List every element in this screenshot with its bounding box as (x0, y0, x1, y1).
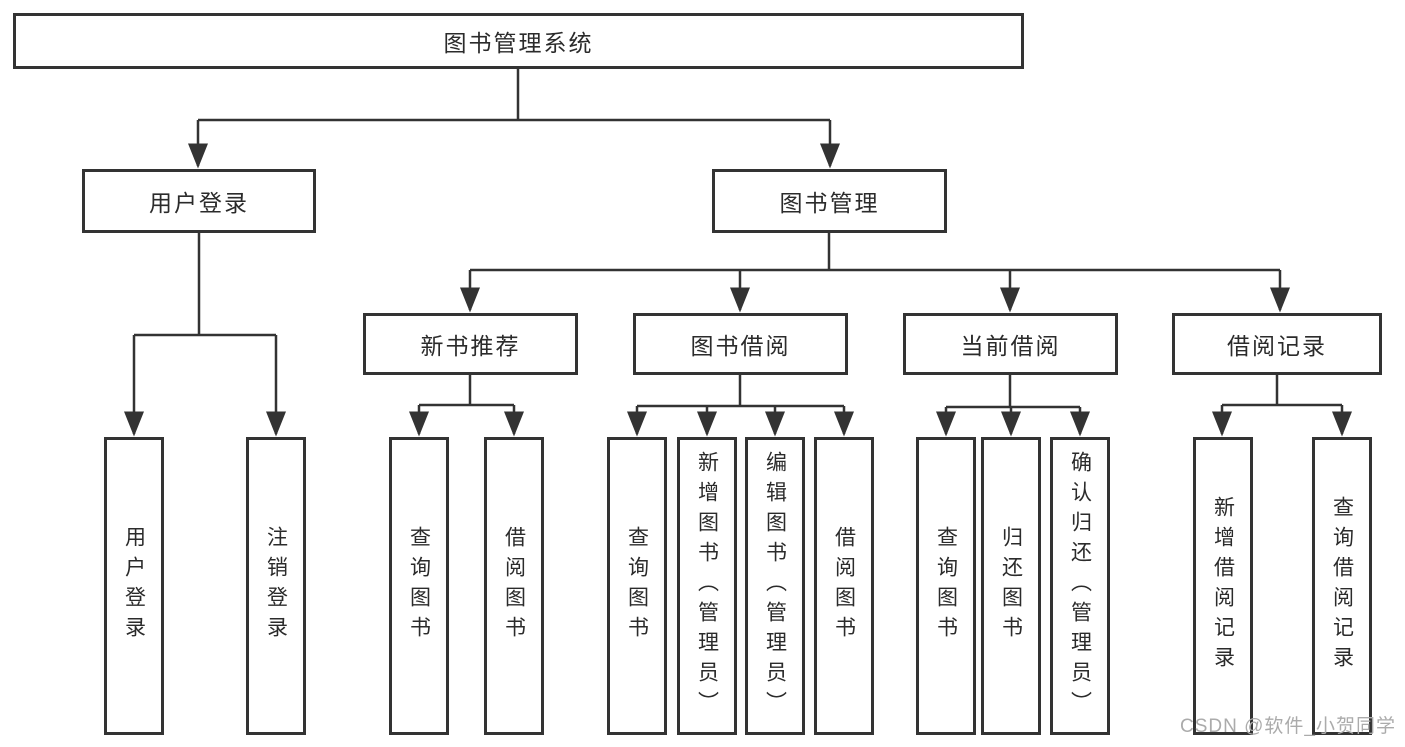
leaf-add-borrow-record: 新增借阅记录 (1193, 437, 1253, 735)
leaf-query-borrow-record: 查询借阅记录 (1312, 437, 1372, 735)
leaf-return-books: 归还图书 (981, 437, 1041, 735)
leaf-query-books-current: 查询图书 (916, 437, 976, 735)
node-library-system: 图书管理系统 (13, 13, 1024, 69)
node-book-management: 图书管理 (712, 169, 947, 233)
leaf-user-login: 用户登录 (104, 437, 164, 735)
leaf-borrow-books-recommend: 借阅图书 (484, 437, 544, 735)
node-book-borrowing: 图书借阅 (633, 313, 848, 375)
leaf-add-books-admin: 新增图书（管理员） (677, 437, 737, 735)
csdn-watermark: CSDN @软件_小贺同学 (1180, 716, 1396, 737)
node-borrowing-records: 借阅记录 (1172, 313, 1382, 375)
leaf-query-books-recommend: 查询图书 (389, 437, 449, 735)
leaf-logout: 注销登录 (246, 437, 306, 735)
leaf-query-books-borrowing: 查询图书 (607, 437, 667, 735)
leaf-borrow-books-borrowing: 借阅图书 (814, 437, 874, 735)
leaf-edit-books-admin: 编辑图书（管理员） (745, 437, 805, 735)
leaf-confirm-return-admin: 确认归还（管理员） (1050, 437, 1110, 735)
node-user-login: 用户登录 (82, 169, 316, 233)
node-new-book-recommendation: 新书推荐 (363, 313, 578, 375)
node-current-borrowing: 当前借阅 (903, 313, 1118, 375)
